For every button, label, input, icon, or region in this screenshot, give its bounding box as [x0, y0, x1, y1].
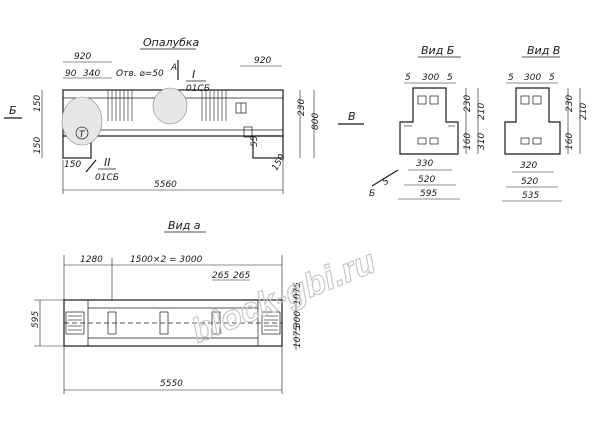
view-b-leader [371, 169, 399, 187]
marker-b-small: Б [369, 189, 375, 199]
hatch-right [201, 90, 227, 121]
dim-340: 340 [83, 69, 100, 79]
dim-90: 90 [65, 69, 77, 79]
marker-v: В [348, 110, 356, 123]
view-v-dim-160: 160 [565, 133, 575, 150]
watermark: block-gbi.ru [186, 242, 381, 350]
view-b-dim-310: 310 [477, 133, 487, 150]
dim-right-800: 800 [311, 113, 321, 130]
view-v-dim-230: 230 [565, 95, 575, 112]
plan-dim-300: 300 [293, 311, 303, 328]
view-a-plan: Вид а 1280 1500×2 = 3000 265 265 [31, 219, 303, 394]
plan-dim-265a: 265 [212, 271, 229, 281]
plan-dim-1075: 1075 [293, 282, 303, 305]
view-b-hole-4 [429, 137, 439, 145]
marker-a: А [170, 63, 177, 73]
view-v-dim-535: 535 [522, 191, 539, 201]
view-b-hole-3 [417, 137, 427, 145]
embed-plate-right-low [243, 126, 253, 138]
view-b-hole-1 [417, 95, 427, 105]
view-b-dim-5c: 5 [381, 176, 391, 188]
plan-dim-595: 595 [31, 311, 41, 328]
section-ii-arrow [85, 159, 97, 173]
view-b-dim-330: 330 [416, 159, 433, 169]
marker-b-left: Б [9, 104, 17, 117]
view-b-dim-520: 520 [418, 175, 435, 185]
section-ii-sheet: 01СБ [95, 173, 119, 183]
formwork-elevation: Опалубка 920 90 340 Отв. ⌀=50 920 А I 01… [4, 36, 364, 194]
view-v-dim-5b: 5 [549, 73, 555, 83]
section-ii-label: II [104, 156, 111, 169]
view-v-dim-5a: 5 [508, 73, 514, 83]
view-b-profile [399, 87, 459, 155]
view-v-hole-2 [532, 95, 542, 105]
plan-right-recess [261, 311, 281, 335]
formwork-title: Опалубка [143, 36, 200, 49]
plan-dim-overall-5550: 5550 [160, 379, 183, 389]
view-v-hole-1 [520, 95, 530, 105]
hatch-left [107, 90, 133, 121]
view-a-title: Вид а [168, 219, 201, 232]
view-v: Вид В 5 300 5 230 210 160 320 520 535 [502, 44, 589, 202]
view-b-title: Вид Б [421, 44, 454, 57]
view-b-dim-300: 300 [422, 73, 439, 83]
view-v-hole-4 [532, 137, 542, 145]
dim-right-230: 230 [297, 99, 307, 116]
plan-hatch-right [264, 315, 278, 331]
plan-dim-265b: 265 [233, 271, 250, 281]
dim-920-left: 920 [74, 52, 91, 62]
plan-rib-1 [107, 311, 117, 335]
section-i-label: I [192, 68, 195, 81]
section-i-sheet: 01СБ [186, 84, 210, 94]
plan-rib-3 [211, 311, 221, 335]
view-b: Вид Б 5 300 5 230 210 160 310 330 520 59… [369, 44, 487, 200]
view-b-dim-230: 230 [463, 95, 473, 112]
view-b-dim-160: 160 [463, 133, 473, 150]
hole-note: Отв. ⌀=50 [116, 69, 164, 79]
view-v-dim-320: 320 [520, 161, 537, 171]
plan-dim-1500x2: 1500×2 = 3000 [130, 255, 203, 265]
plan-left-recess [65, 311, 85, 335]
dim-920-right: 920 [254, 56, 271, 66]
dim-left-150c: 150 [64, 160, 81, 170]
right-leg [252, 135, 284, 159]
view-b-dim-595: 595 [420, 189, 437, 199]
detail-bubble-center [152, 87, 188, 125]
plan-rib-2 [159, 311, 169, 335]
plan-hatch-left [68, 315, 82, 331]
dim-right-55: 55 [250, 135, 260, 147]
view-v-dim-300: 300 [524, 73, 541, 83]
plan-dim-1075b: 1075 [293, 325, 303, 348]
view-v-dim-210: 210 [579, 103, 589, 120]
view-v-hole-3 [520, 137, 530, 145]
view-b-dim-5b: 5 [447, 73, 453, 83]
t-symbol: Т [79, 130, 86, 140]
view-v-title: Вид В [527, 44, 560, 57]
view-v-profile [504, 87, 561, 155]
t-symbol-circle [75, 126, 89, 140]
dim-left-150b: 150 [33, 137, 43, 154]
plan-dim-1280: 1280 [80, 255, 103, 265]
view-b-hole-2 [429, 95, 439, 105]
view-b-dim-210: 210 [477, 103, 487, 120]
detail-bubble-left [61, 96, 103, 146]
dim-left-150a: 150 [33, 95, 43, 112]
view-v-dim-520: 520 [521, 177, 538, 187]
view-b-dim-5a: 5 [405, 73, 411, 83]
dim-overall-5560: 5560 [154, 180, 177, 190]
dim-right-150: 150 [270, 153, 287, 173]
